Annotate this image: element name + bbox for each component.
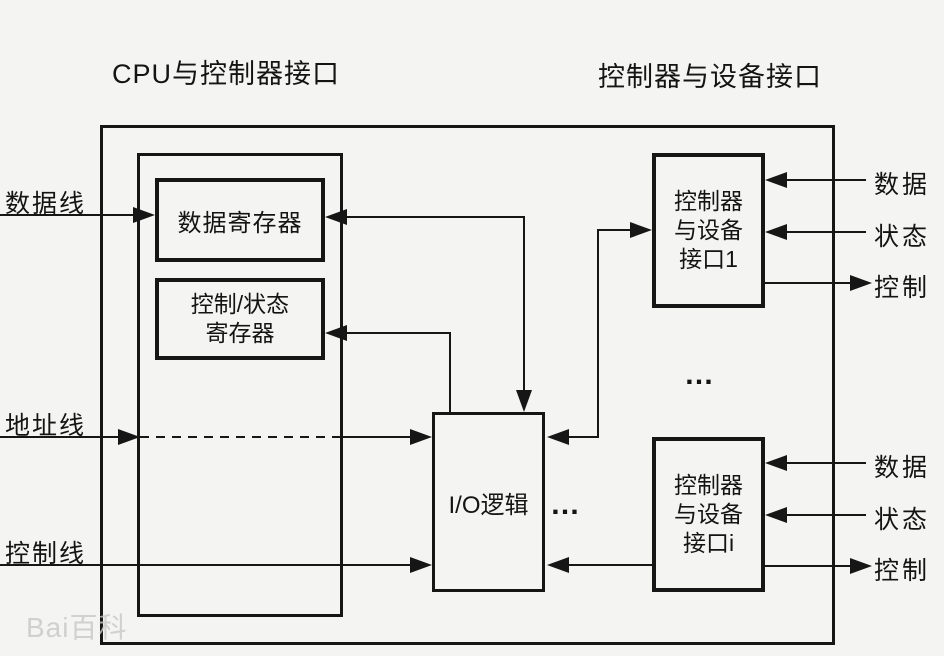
arrow-right-control-interfacei-icon (850, 558, 872, 574)
address-bus-label: 地址线 (5, 412, 87, 440)
interfacei-status-label: 状态 (874, 506, 931, 534)
arrow-right-into-interface1-icon (630, 222, 652, 238)
interface1-data-label: 数据 (874, 171, 931, 199)
data-bus-label: 数据线 (5, 190, 87, 218)
data-register-box: 数据寄存器 (155, 178, 325, 262)
arrow-left-data-interface1-icon (765, 172, 787, 188)
arrow-right-address-bus-icon (118, 429, 140, 445)
cs-register-to-io-line (346, 332, 451, 412)
interface1-control-label: 控制 (874, 274, 931, 302)
arrow-down-into-io-icon (516, 390, 532, 412)
ellipsis-io-right: … (550, 488, 582, 521)
title-cpu-controller-interface: CPU与控制器接口 (112, 59, 341, 89)
title-controller-device-interface: 控制器与设备接口 (598, 62, 822, 92)
device-interface-1-box: 控制器 与设备 接口1 (652, 153, 765, 308)
device-interface-1-label: 控制器 与设备 接口1 (674, 188, 743, 272)
interfacei-data-label: 数据 (874, 454, 931, 482)
data-register-to-io-line (346, 216, 525, 391)
watermark: Bai百科 (26, 612, 128, 643)
arrow-right-address-into-io-icon (410, 429, 432, 445)
arrow-right-control-interface1-icon (850, 275, 872, 291)
device-interface-i-box: 控制器 与设备 接口i (652, 437, 765, 592)
arrow-right-control-into-io-icon (410, 557, 432, 573)
interface1-status-label: 状态 (874, 223, 931, 251)
arrow-left-into-io-bottom-icon (547, 557, 569, 573)
ellipsis-between-interfaces: … (684, 358, 716, 391)
device-interface-i-label: 控制器 与设备 接口i (674, 472, 743, 556)
data-register-label: 数据寄存器 (177, 209, 303, 237)
cpu-interface-box (137, 153, 343, 617)
io-logic-label: I/O逻辑 (448, 491, 529, 519)
arrow-left-status-interface1-icon (765, 224, 787, 240)
io-logic-box: I/O逻辑 (432, 412, 545, 592)
arrow-left-status-interfacei-icon (765, 507, 787, 523)
arrow-left-into-io-top-icon (547, 429, 569, 445)
control-status-register-label: 控制/状态 寄存器 (190, 291, 290, 346)
interfacei-control-label: 控制 (874, 557, 931, 585)
controller-outer-box (100, 125, 835, 645)
io-to-interface1-line (566, 229, 631, 438)
arrow-left-data-interfacei-icon (765, 455, 787, 471)
control-bus-label: 控制线 (5, 540, 87, 568)
control-status-register-box: 控制/状态 寄存器 (155, 278, 325, 360)
